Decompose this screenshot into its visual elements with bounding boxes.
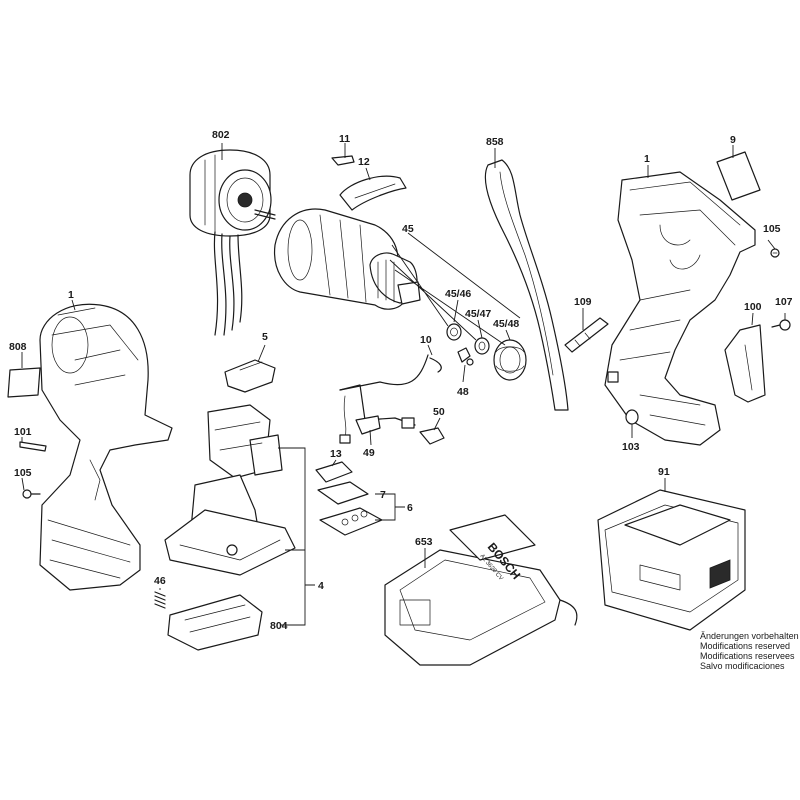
spring-46 <box>154 591 166 609</box>
part-label-46: 46 <box>154 575 166 587</box>
part-label-802: 802 <box>212 129 230 141</box>
ball-part-48 <box>457 347 474 366</box>
part-label-808: 808 <box>9 341 27 353</box>
part-label-6: 6 <box>407 502 413 514</box>
circuit-board-6 <box>319 507 383 536</box>
screw-107 <box>771 319 791 331</box>
part-label-91: 91 <box>658 466 670 478</box>
slider-5 <box>224 359 276 393</box>
part-label-45-48: 45/48 <box>493 318 519 330</box>
notice-line-en: Modifications reserved <box>700 641 791 651</box>
part-label-101: 101 <box>14 426 32 438</box>
part-label-1-right: 1 <box>644 153 650 165</box>
housing-half-left <box>39 303 173 591</box>
part-label-105-left: 105 <box>14 467 32 479</box>
notice-line-de: Änderungen vorbehalten <box>700 631 799 641</box>
part-label-9: 9 <box>730 134 736 146</box>
part-label-804: 804 <box>270 620 288 632</box>
washer-45-47 <box>474 337 490 355</box>
part-label-107: 107 <box>775 296 793 308</box>
part-label-4: 4 <box>318 580 324 592</box>
part-label-105-top: 105 <box>763 223 781 235</box>
battery-contact-804 <box>167 594 263 651</box>
part-label-45: 45 <box>402 223 414 235</box>
part-label-48: 48 <box>457 386 469 398</box>
part-label-50: 50 <box>433 406 445 418</box>
part-label-1-left: 1 <box>68 289 74 301</box>
part-label-11: 11 <box>339 133 350 145</box>
part-label-103: 103 <box>622 441 640 453</box>
ring-45-46 <box>446 323 462 341</box>
part-label-45-47: 45/47 <box>465 308 491 320</box>
part-labels: 802 11 12 858 9 1 1 45 45/46 45/47 45/48… <box>9 129 793 632</box>
connector-49 <box>355 415 381 435</box>
bit-109 <box>564 317 609 353</box>
switch-clip-50 <box>419 427 445 445</box>
charger-653: BOSCH AL 3620 CV <box>384 514 578 666</box>
screw-105-top <box>770 248 780 258</box>
part-label-109: 109 <box>574 296 592 308</box>
clip-part-11 <box>331 155 355 166</box>
spring-45-48 <box>493 339 527 381</box>
notice-line-es: Salvo modificaciones <box>700 661 785 671</box>
belt-clip-100 <box>724 324 766 403</box>
gear-housing <box>273 208 421 310</box>
label-sticker-9 <box>716 151 761 201</box>
cover-part-12 <box>339 175 407 211</box>
notice-line-fr: Modifications reservees <box>700 651 795 661</box>
leader-lines <box>21 143 786 626</box>
part-label-49: 49 <box>363 447 375 459</box>
part-label-7: 7 <box>380 489 386 501</box>
screw-101 <box>19 441 47 452</box>
part-label-5: 5 <box>262 331 268 343</box>
part-label-858: 858 <box>486 136 504 148</box>
modification-notice: Änderungen vorbehalten Modifications res… <box>700 631 799 671</box>
part-label-12: 12 <box>358 156 370 168</box>
part-label-45-46: 45/46 <box>445 288 471 300</box>
screw-105-left <box>22 489 41 499</box>
pad-13 <box>315 461 353 483</box>
part-label-10: 10 <box>420 334 432 346</box>
motor-assembly <box>189 149 276 336</box>
wiring-harness-10 <box>339 354 442 444</box>
part-label-100: 100 <box>744 301 762 313</box>
part-label-653: 653 <box>415 536 433 548</box>
battery-91 <box>597 489 746 631</box>
plug-103 <box>625 409 639 425</box>
housing-half-right <box>604 171 756 446</box>
label-sticker-808 <box>7 367 41 398</box>
strap-858 <box>484 159 569 411</box>
part-label-13: 13 <box>330 448 342 460</box>
switch-electronics-4 <box>164 404 296 576</box>
insulator-7 <box>317 481 369 505</box>
